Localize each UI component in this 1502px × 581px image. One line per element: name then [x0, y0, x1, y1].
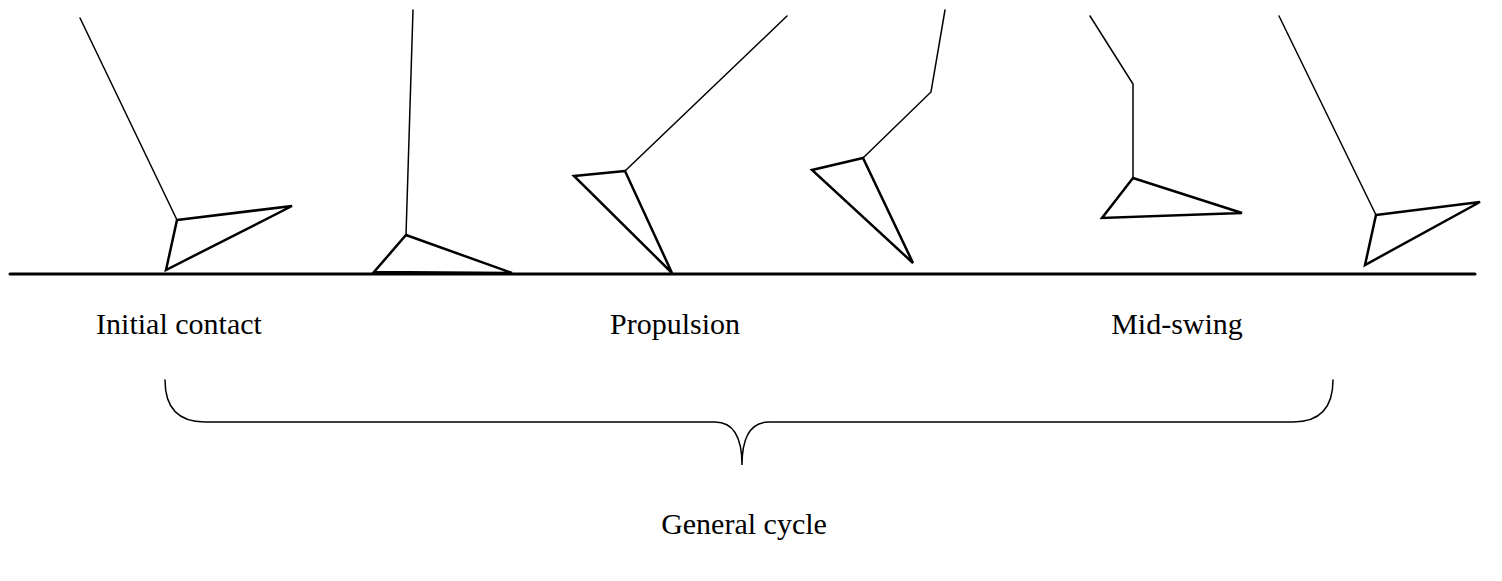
- cycle-brace: [165, 380, 1333, 465]
- leg-segment: [406, 10, 413, 235]
- leg-segment: [80, 18, 177, 220]
- leg-segment: [625, 16, 787, 171]
- phase-label: Propulsion: [608, 307, 742, 340]
- foot-segment: [574, 171, 672, 273]
- leg-segment: [863, 10, 945, 158]
- cycle-label: General cycle: [659, 507, 829, 540]
- ground-line: [10, 273, 1475, 276]
- foot-segment: [1102, 178, 1242, 218]
- foot-segment: [166, 206, 292, 270]
- foot-segment: [374, 235, 512, 273]
- leg-segment: [1279, 16, 1376, 215]
- foot-segment: [812, 158, 913, 263]
- leg-segment: [1090, 16, 1133, 178]
- foot-segment: [1365, 202, 1480, 265]
- phase-label: Mid-swing: [1109, 307, 1245, 340]
- phase-label: Initial contact: [94, 307, 264, 340]
